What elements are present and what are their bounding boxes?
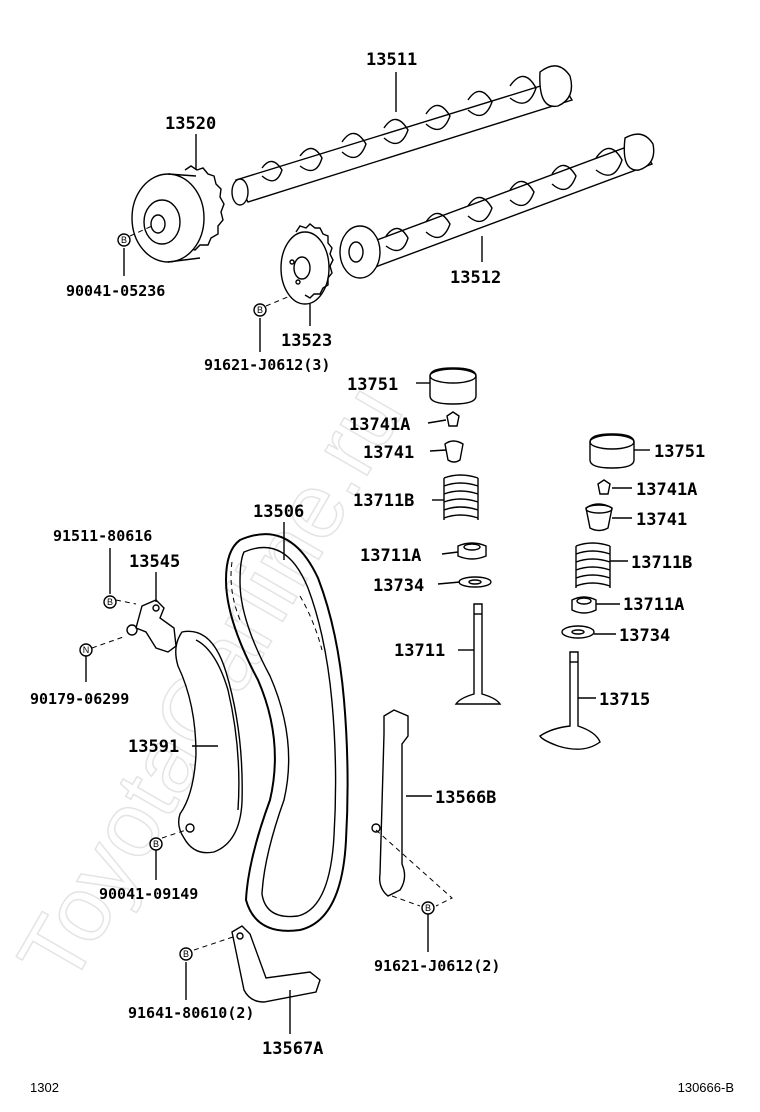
sprocket-13523	[280, 223, 334, 305]
callout-90179-06299[interactable]: 90179-06299	[30, 690, 129, 708]
washer-13734-left	[458, 576, 492, 588]
callout-13741a-left[interactable]: 13741A	[349, 415, 410, 435]
callout-13545[interactable]: 13545	[129, 552, 180, 572]
footer-page-number: 1302	[30, 1080, 59, 1095]
svg-text:B: B	[425, 903, 431, 913]
leader-lines	[85, 72, 650, 1034]
retainer-13741-left	[444, 440, 464, 463]
callout-13751-left[interactable]: 13751	[347, 375, 398, 395]
tensioner-13545	[126, 599, 177, 653]
washer-13734-right	[561, 625, 595, 639]
callout-13567a[interactable]: 13567A	[262, 1039, 323, 1059]
callout-13566b[interactable]: 13566B	[435, 788, 496, 808]
seal-13711a-left	[457, 542, 487, 560]
callout-13741a-right[interactable]: 13741A	[636, 480, 697, 500]
svg-text:B: B	[153, 839, 159, 849]
camshaft-13512	[339, 133, 655, 279]
marker-b-6: B	[179, 947, 193, 961]
callout-13512[interactable]: 13512	[450, 268, 501, 288]
seal-13711a-right	[571, 596, 597, 614]
callout-91621-j0612-3[interactable]: 91621-J0612(3)	[204, 356, 330, 374]
callout-13711[interactable]: 13711	[394, 641, 445, 661]
callout-90041-05236[interactable]: 90041-05236	[66, 282, 165, 300]
callout-13734-right[interactable]: 13734	[619, 626, 670, 646]
callout-13520[interactable]: 13520	[165, 114, 216, 134]
callout-13715[interactable]: 13715	[599, 690, 650, 710]
footer-diagram-id: 130666-B	[678, 1080, 734, 1095]
spring-13711b-left	[443, 474, 479, 520]
keeper-13741a-left	[446, 411, 460, 427]
callout-13711a-left[interactable]: 13711A	[360, 546, 421, 566]
timing-chain-13506	[224, 533, 349, 932]
marker-b-1: B	[117, 233, 131, 247]
marker-b-3: B	[103, 595, 117, 609]
callout-13591[interactable]: 13591	[128, 737, 179, 757]
spring-13711b-right	[575, 542, 611, 588]
svg-text:B: B	[257, 305, 263, 315]
callout-13711a-right[interactable]: 13711A	[623, 595, 684, 615]
valve-13715	[539, 651, 601, 750]
retainer-13741-right	[585, 503, 613, 532]
guide-13567a	[231, 925, 321, 1003]
marker-b-5: B	[421, 901, 435, 915]
svg-text:N: N	[83, 645, 90, 655]
callout-13511[interactable]: 13511	[366, 50, 417, 70]
callout-91511-80616[interactable]: 91511-80616	[53, 527, 152, 545]
callout-13741-right[interactable]: 13741	[636, 510, 687, 530]
lifter-13751-left	[429, 367, 477, 405]
marker-b-4: B	[149, 837, 163, 851]
callout-91641-80610-2[interactable]: 91641-80610(2)	[128, 1004, 254, 1022]
guide-13566b	[371, 709, 409, 897]
callout-13734-left[interactable]: 13734	[373, 576, 424, 596]
slipper-13591	[175, 630, 243, 854]
marker-b-2: B	[253, 303, 267, 317]
marker-n-1: N	[79, 643, 93, 657]
callout-13711b-left[interactable]: 13711B	[353, 491, 414, 511]
camshaft-13511	[231, 65, 574, 206]
callout-90041-09149[interactable]: 90041-09149	[99, 885, 198, 903]
lifter-13751-right	[589, 433, 635, 469]
valve-13711	[454, 603, 502, 705]
svg-text:B: B	[183, 949, 189, 959]
svg-text:B: B	[121, 235, 127, 245]
callout-13741-left[interactable]: 13741	[363, 443, 414, 463]
callout-13506[interactable]: 13506	[253, 502, 304, 522]
vvt-gear-13520	[131, 165, 225, 263]
callout-13751-right[interactable]: 13751	[654, 442, 705, 462]
callout-13711b-right[interactable]: 13711B	[631, 553, 692, 573]
callout-91621-j0612-2[interactable]: 91621-J0612(2)	[374, 957, 500, 975]
callout-13523[interactable]: 13523	[281, 331, 332, 351]
keeper-13741a-right	[597, 479, 611, 495]
svg-text:B: B	[107, 597, 113, 607]
